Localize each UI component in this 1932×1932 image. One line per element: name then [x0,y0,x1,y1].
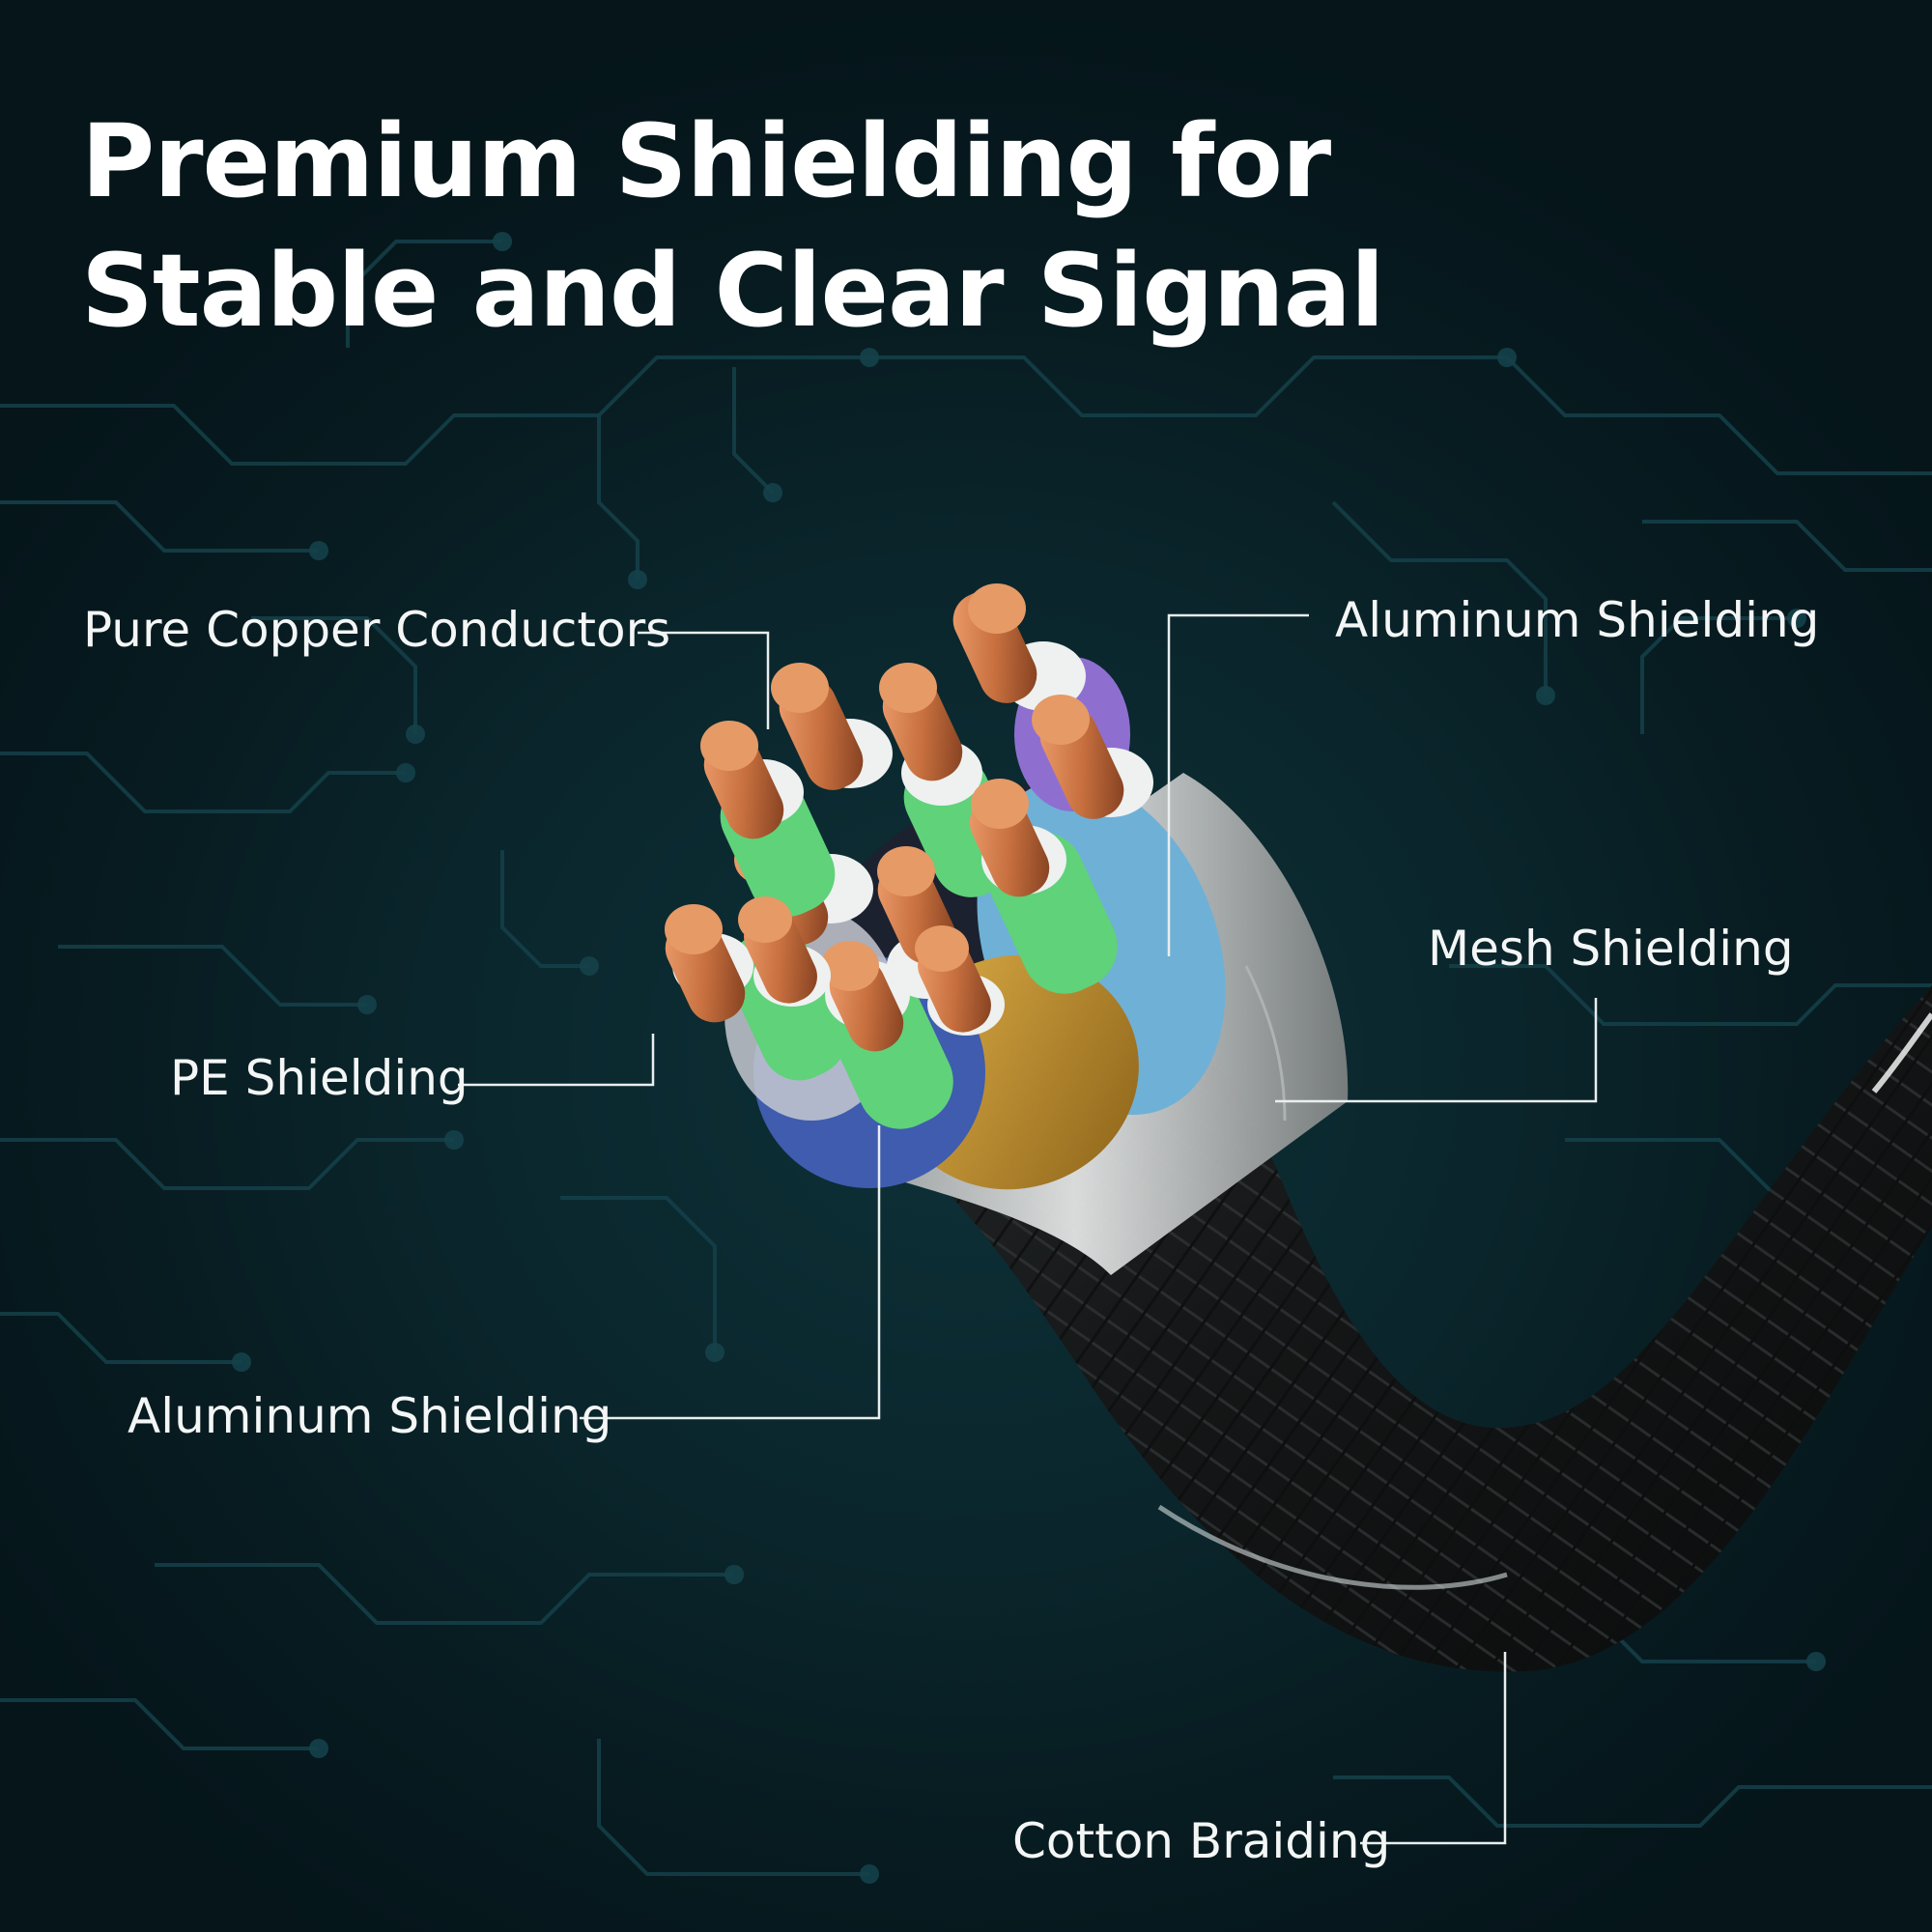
label-pe-shielding: PE Shielding [170,1050,469,1106]
headline-line-1: Premium Shielding for [81,102,1331,220]
leader-line-aluminum-bottom [580,1125,881,1420]
label-cotton-braiding: Cotton Braiding [1012,1813,1391,1869]
leader-line-cotton [1360,1652,1507,1845]
leader-line-mesh [1275,998,1598,1103]
headline-line-2: Stable and Clear Signal [81,232,1385,350]
leader-line-pe [458,1034,655,1087]
label-mesh-shielding: Mesh Shielding [1428,921,1794,977]
label-aluminum-shielding-top: Aluminum Shielding [1335,592,1820,648]
headline: Premium Shielding for Stable and Clear S… [81,97,1385,355]
leader-line-copper [638,631,770,729]
leader-line-aluminum-top [1167,613,1309,956]
label-pure-copper-conductors: Pure Copper Conductors [83,602,671,658]
label-aluminum-shielding-bottom: Aluminum Shielding [128,1388,612,1444]
